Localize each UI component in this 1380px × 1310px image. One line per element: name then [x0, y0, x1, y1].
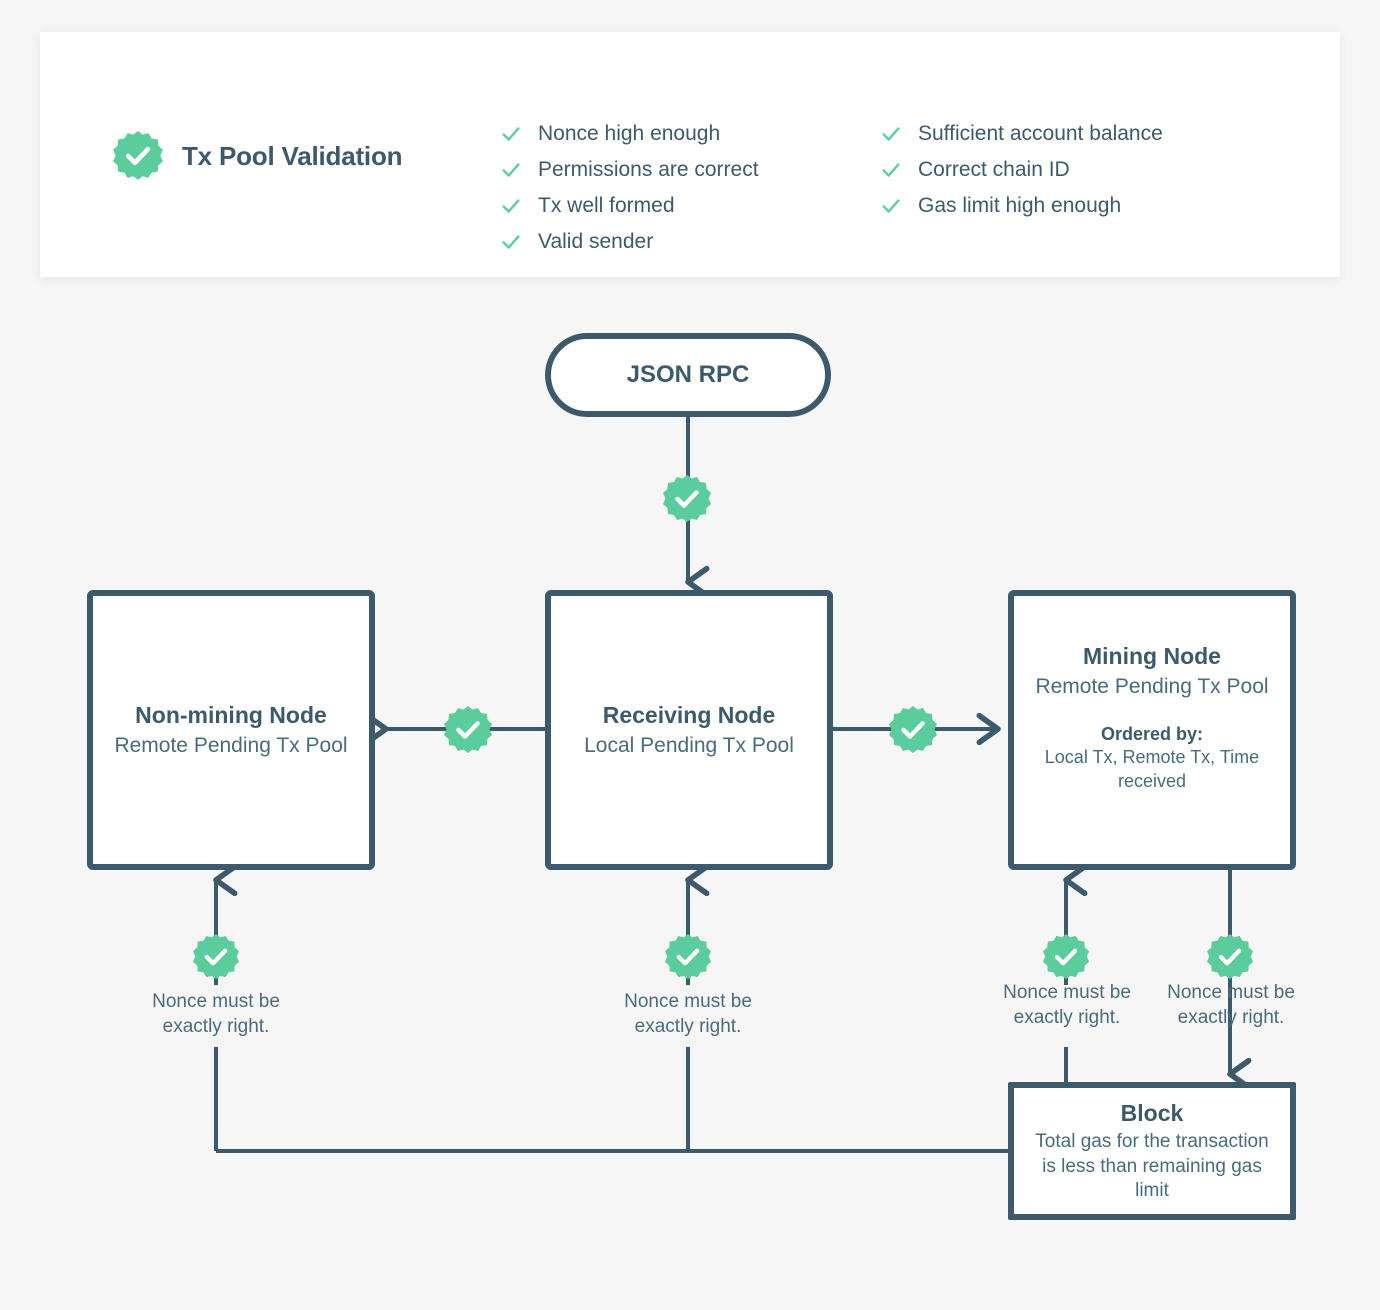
checklist-item-label: Tx well formed: [538, 194, 675, 217]
node-non-mining-node[interactable]: Non-mining Node Remote Pending Tx Pool: [87, 590, 375, 870]
checklist-item-label: Nonce high enough: [538, 122, 721, 145]
node-title: JSON RPC: [626, 361, 750, 389]
node-subtitle: Total gas for the transaction is less th…: [1035, 1131, 1269, 1202]
check-badge-icon: [192, 933, 240, 981]
checklist-item: Gas limit high enough: [880, 188, 1163, 224]
check-icon: [502, 235, 520, 249]
checklist-item-label: Sufficient account balance: [918, 122, 1163, 145]
node-subtitle: Remote Pending Tx Pool: [1035, 674, 1269, 698]
node-block[interactable]: Block Total gas for the transaction is l…: [1008, 1082, 1296, 1220]
node-json-rpc[interactable]: JSON RPC: [545, 333, 831, 417]
checklist-item-label: Correct chain ID: [918, 158, 1070, 181]
ordered-by-label: Ordered by:: [1100, 723, 1204, 744]
checklist-column-left: Nonce high enough Permissions are correc…: [500, 116, 759, 260]
node-subtitle: Local Pending Tx Pool: [584, 733, 794, 757]
check-badge-icon: [1042, 933, 1090, 981]
check-badge-icon: [112, 130, 164, 182]
check-badge-icon: [1206, 933, 1254, 981]
checklist-item-label: Gas limit high enough: [918, 194, 1122, 217]
checklist-item: Sufficient account balance: [880, 116, 1163, 152]
checklist-column-right: Sufficient account balance Correct chain…: [880, 116, 1163, 224]
check-icon: [502, 163, 520, 177]
checklist-item: Valid sender: [500, 224, 759, 260]
node-title: Receiving Node: [602, 701, 776, 728]
checklist-item-label: Permissions are correct: [538, 158, 759, 181]
check-badge-icon: [888, 705, 938, 755]
edge-caption-mining-left: Nonce must be exactly right.: [1003, 982, 1131, 1028]
node-mining-node[interactable]: Mining Node Remote Pending Tx Pool Order…: [1008, 590, 1296, 870]
node-title: Block: [1120, 1099, 1184, 1126]
node-title: Non-mining Node: [135, 701, 327, 728]
node-subtitle: Remote Pending Tx Pool: [114, 733, 348, 757]
tx-pool-validation-card: Tx Pool Validation Nonce high enough Per…: [40, 32, 1340, 277]
node-title: Mining Node: [1083, 643, 1221, 669]
checklist-item-label: Valid sender: [538, 230, 654, 253]
check-icon: [882, 127, 900, 141]
edge-caption-receiving: Nonce must be exactly right.: [624, 991, 752, 1037]
checklist-item: Nonce high enough: [500, 116, 759, 152]
check-icon: [882, 163, 900, 177]
check-icon: [882, 199, 900, 213]
checklist-item: Correct chain ID: [880, 152, 1163, 188]
node-receiving-node[interactable]: Receiving Node Local Pending Tx Pool: [545, 590, 833, 870]
checklist-item: Permissions are correct: [500, 152, 759, 188]
check-icon: [502, 199, 520, 213]
ordered-by-value: Local Tx, Remote Tx, Time received: [1044, 747, 1260, 791]
card-heading: Tx Pool Validation: [112, 130, 403, 182]
edge-caption-mining-right: Nonce must be exactly right.: [1167, 982, 1295, 1028]
check-badge-icon: [443, 705, 493, 755]
check-badge-icon: [664, 933, 712, 981]
page-title: Tx Pool Validation: [182, 140, 403, 171]
checklist-item: Tx well formed: [500, 188, 759, 224]
edge-caption-non-mining: Nonce must be exactly right.: [152, 991, 280, 1037]
check-badge-icon: [662, 474, 712, 524]
check-icon: [502, 127, 520, 141]
